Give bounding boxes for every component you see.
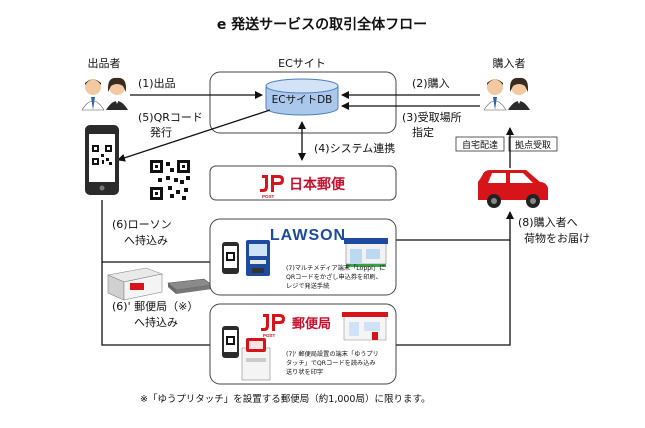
arrow-lawson-to-car [396, 211, 514, 241]
smartphone-icon [85, 125, 119, 195]
japan-post-name: 日本郵便 [289, 176, 346, 193]
step6b-label-line1: (6)' 郵便局（※） [112, 300, 198, 313]
post-office-name: 郵便局 [292, 316, 331, 332]
step6-label-line1: (6)ローソン [112, 218, 172, 231]
delivery-car-icon [478, 170, 548, 208]
step1-label: (1)出品 [138, 76, 176, 90]
step2-label: (2)購入 [412, 76, 450, 90]
buyer-label: 購入者 [493, 56, 526, 70]
post-office-phone-icon [222, 326, 239, 358]
arrow-to-post-office [101, 262, 221, 349]
arrow-qr-issue [117, 109, 271, 162]
step4-label: (4)システム連携 [314, 141, 395, 155]
line-post-office-to-car [396, 240, 511, 346]
ec-site-label: ECサイト [278, 57, 326, 70]
phone-qr-icon [92, 145, 112, 165]
qr-code-icon [150, 160, 190, 200]
pickup-point-label: 拠点受取 [515, 139, 551, 151]
post-office-building-icon [342, 312, 388, 341]
post-office-small-text: POST [263, 333, 276, 338]
home-delivery-badge [455, 136, 505, 152]
buyer-icon [483, 77, 530, 111]
step5-label-line2: 発行 [150, 125, 172, 139]
yupuri-touch-terminal-icon [241, 338, 271, 381]
step7-line2: QRコードをかざし申込券を印刷、 [286, 273, 382, 281]
step5-label-line1: (5)QRコード [138, 111, 203, 124]
step7-line3: レジで発送手続 [286, 282, 330, 290]
step8-label-line1: (8)購入者へ [518, 215, 578, 229]
step6-label-line2: へ持込み [124, 233, 168, 247]
loppi-terminal-icon [246, 240, 270, 276]
seller-icon [81, 77, 128, 111]
pickup-point-badge [508, 136, 558, 152]
step8-label-line2: 荷物をお届け [524, 231, 590, 245]
step7b-line3: 送り状を印字 [286, 368, 323, 376]
ec-db-label: ECサイトDB [272, 94, 333, 106]
japan-post-logo-icon: POST [260, 175, 284, 199]
step3-label-line2: 指定 [412, 125, 434, 139]
footnote: ※「ゆうプリタッチ」を設置する郵便局（約1,000局）に限ります。 [140, 393, 431, 405]
step3-label-line1: (3)受取場所 [402, 111, 462, 124]
parcel-box-icon [106, 267, 164, 301]
post-office-logo-icon: POST [261, 314, 285, 338]
home-delivery-label: 自宅配達 [462, 139, 498, 151]
arrow-to-lawson [101, 200, 221, 266]
seller-label: 出品者 [88, 56, 121, 70]
step7b-line2: タッチ」でQRコードを読み込み [286, 359, 376, 367]
step7b-line1: (7)' 郵便局設置の端末「ゆうプリ [286, 350, 379, 358]
diagram-title: e 発送サービスの取引全体フロー [217, 16, 427, 33]
japan-post-small-text: POST [262, 194, 275, 199]
parcel-envelope-icon [167, 278, 213, 294]
step6b-label-line2: へ持込み [134, 315, 178, 329]
japan-post-box [209, 165, 397, 201]
lawson-logo: LAWSON [270, 227, 346, 244]
ec-database-icon [265, 78, 339, 116]
lawson-store-icon [344, 238, 388, 267]
step7-line1: (7)マルチメディア端末「Loppi」に [286, 264, 385, 272]
lawson-phone-icon [222, 242, 239, 274]
